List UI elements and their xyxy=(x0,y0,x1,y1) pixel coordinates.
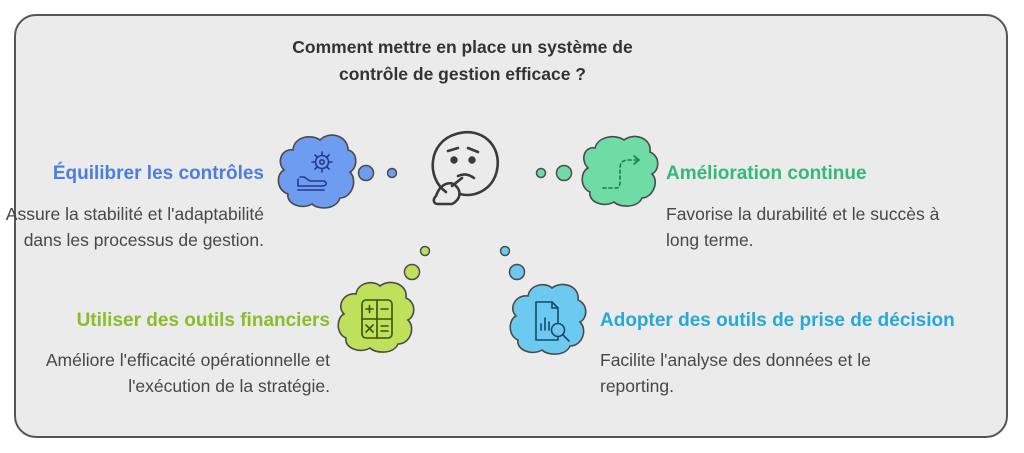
diagram-frame xyxy=(14,14,1008,438)
connector-bubbles-green xyxy=(535,164,573,182)
item-title-outils-financiers: Utiliser des outils financiers xyxy=(76,310,330,331)
item-description-amelioration: Favorise la durabilité et le succès à lo… xyxy=(666,204,940,250)
diagram-question-title: Comment mettre en place un système de co… xyxy=(292,37,633,84)
path-arrow-icon xyxy=(581,135,659,207)
item-description-outils-financiers: Améliore l'efficacité opérationnelle et … xyxy=(45,350,330,396)
connector-bubbles-blue xyxy=(357,164,398,182)
item-title-prise-de-decision: Adopter des outils de prise de décision xyxy=(600,310,955,331)
report-magnifier-icon xyxy=(509,283,587,355)
calculator-icon xyxy=(337,281,415,353)
connector-bubbles-cyan xyxy=(499,245,526,281)
thinking-face-icon xyxy=(431,131,500,206)
connector-bubbles-lime xyxy=(403,245,431,281)
item-title-amelioration: Amélioration continue xyxy=(666,163,867,184)
gear-hand-icon xyxy=(277,134,357,209)
item-description-prise-de-decision: Facilite l'analyse des données et le rep… xyxy=(600,350,871,396)
item-title-equilibrer: Équilibrer les contrôles xyxy=(52,163,264,184)
item-description-equilibrer: Assure la stabilité et l'adaptabilité da… xyxy=(5,204,264,250)
